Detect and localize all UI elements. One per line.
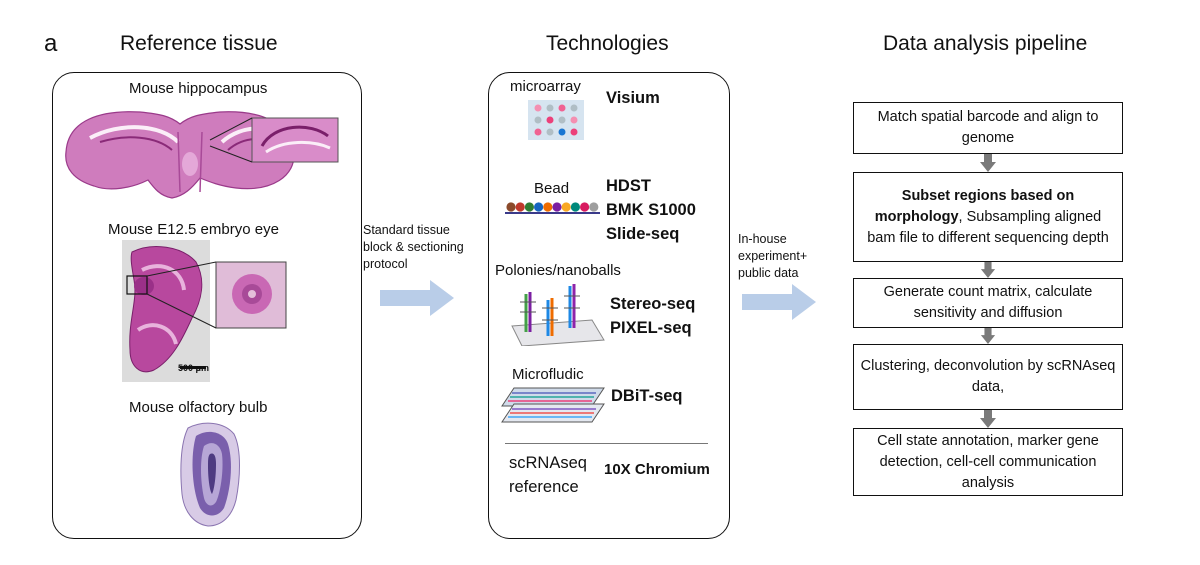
reference-tissue-panel <box>52 72 362 539</box>
technologies-panel <box>488 72 730 539</box>
header-data-analysis-pipeline: Data analysis pipeline <box>883 32 1088 55</box>
pipeline-step-1-text: Match spatial barcode and align to genom… <box>877 109 1099 146</box>
polony-nanoball-icon <box>511 284 605 346</box>
pipeline-arrow-4 <box>980 410 996 428</box>
scrnaseq-reference-label-line2: reference <box>509 478 579 496</box>
header-reference-tissue: Reference tissue <box>120 32 278 55</box>
pipeline-arrow-2 <box>980 262 996 278</box>
pipeline-arrow-3 <box>980 328 996 344</box>
embryo-eye-section-image <box>122 240 287 382</box>
sectioning-protocol-label-line3: protocol <box>363 257 408 271</box>
microarray-label: microarray <box>510 78 581 95</box>
visium-label: Visium <box>606 89 660 107</box>
olfactory-bulb-section-image <box>180 422 240 527</box>
panel-letter: a <box>44 30 58 57</box>
inhouse-data-label-line2: experiment+ <box>738 249 808 263</box>
pipeline-step-2-bold-text: Subset regions based on morphology <box>874 187 1075 225</box>
pipeline-arrow-1 <box>980 154 996 172</box>
pipeline-step-3-box: Generate count matrix, calculate sensiti… <box>853 278 1123 328</box>
flow-arrow-left <box>380 280 454 316</box>
sectioning-protocol-label-line2: block & sectioning <box>363 240 464 254</box>
mouse-embryo-eye-label: Mouse E12.5 embryo eye <box>108 221 279 238</box>
microfluidic-label: Microfludic <box>512 366 584 383</box>
bead-8 <box>570 202 580 212</box>
pipeline-step-5-text: Cell state annotation, marker gene detec… <box>877 432 1099 491</box>
bead-label: Bead <box>534 180 570 197</box>
pipeline-step-2-rest-text: , Subsampling aligned bam file to differ… <box>867 208 1109 246</box>
dbit-seq-label: DBiT-seq <box>611 387 683 405</box>
bead-2 <box>515 202 525 212</box>
10x-chromium-label: 10X Chromium <box>604 461 710 478</box>
pipeline-step-1-box: Match spatial barcode and align to genom… <box>853 102 1123 154</box>
mouse-olfactory-bulb-label: Mouse olfactory bulb <box>129 399 268 416</box>
stereo-seq-label: Stereo-seq <box>610 295 696 313</box>
bead-3 <box>524 202 534 212</box>
bead-array-icon <box>505 202 600 214</box>
bead-9 <box>580 202 590 212</box>
technologies-divider <box>505 443 708 444</box>
hdst-label: HDST <box>606 177 651 195</box>
inhouse-data-label-line3: public data <box>738 266 799 280</box>
bmk-s1000-label: BMK S1000 <box>606 201 696 219</box>
header-technologies: Technologies <box>546 32 669 55</box>
pipeline-step-3-text: Generate count matrix, calculate sensiti… <box>883 284 1093 321</box>
pipeline-step-2-text: Subset regions based on morphology, Subs… <box>860 186 1116 249</box>
microarray-icon <box>528 100 584 140</box>
bead-6 <box>552 202 562 212</box>
bead-1 <box>506 202 516 212</box>
pipeline-step-5-box: Cell state annotation, marker gene detec… <box>853 428 1123 496</box>
bead-10 <box>589 202 599 212</box>
inhouse-data-label-line1: In-house <box>738 232 787 246</box>
pixel-seq-label: PIXEL-seq <box>610 319 692 337</box>
bead-5 <box>543 202 553 212</box>
mouse-hippocampus-label: Mouse hippocampus <box>129 80 268 97</box>
slide-seq-label: Slide-seq <box>606 225 680 243</box>
polonies-nanoballs-label: Polonies/nanoballs <box>495 262 621 279</box>
flow-arrow-right <box>742 284 816 320</box>
pipeline-step-2-box: Subset regions based on morphology, Subs… <box>853 172 1123 262</box>
pipeline-step-4-box: Clustering, deconvolution by scRNAseq da… <box>853 344 1123 410</box>
pipeline-step-4-text: Clustering, deconvolution by scRNAseq da… <box>860 358 1116 395</box>
scale-bar-label: 500 μm <box>178 363 210 373</box>
scrnaseq-reference-label-line1: scRNAseq <box>509 454 587 472</box>
hippocampus-brain-section-image <box>65 111 339 199</box>
sectioning-protocol-label-line1: Standard tissue <box>363 223 450 237</box>
bead-4 <box>534 202 544 212</box>
microfluidic-chip-icon <box>501 387 605 423</box>
bead-7 <box>561 202 571 212</box>
